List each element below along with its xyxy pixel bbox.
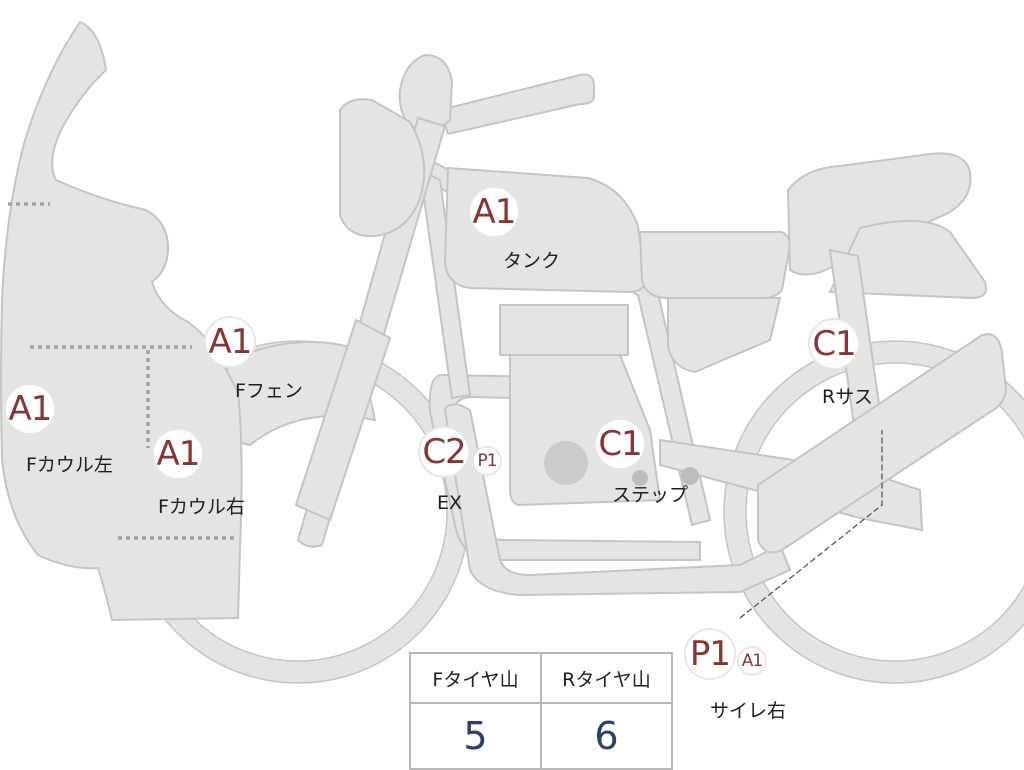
tail-cowl: [828, 219, 988, 300]
f-fender-code-badge: A1: [204, 316, 256, 368]
front-tire-header: Fタイヤ山: [409, 652, 542, 704]
ex-sub-code-badge: P1: [472, 446, 502, 476]
tire-tread-table: Fタイヤ山 Rタイヤ山 5 6: [409, 652, 673, 770]
seat-front: [638, 231, 792, 299]
silencer-code-badge: P1: [684, 628, 736, 680]
f-cowl-right-code-badge: A1: [152, 428, 204, 480]
frame-down-tube: [418, 168, 472, 400]
f-cowl-left-label: Fカウル左: [26, 454, 113, 476]
rear-tire-value: 6: [540, 702, 673, 770]
headlight: [339, 98, 426, 238]
cowl-panel-lines: [8, 202, 238, 540]
side-cover: [667, 297, 782, 374]
tank-code-badge: A1: [468, 186, 520, 238]
exhaust-pipe-lower: [443, 403, 792, 597]
silencer-sub-code-badge: A1: [737, 646, 767, 676]
r-sus-label: Rサス: [822, 386, 873, 408]
r-sus-code-badge: C1: [808, 318, 860, 370]
rear-tire-header: Rタイヤ山: [540, 652, 673, 704]
front-tire-value: 5: [409, 702, 542, 770]
silencer-leader-line: [739, 430, 883, 619]
step-code-badge: C1: [594, 418, 646, 470]
handlebar: [438, 73, 595, 136]
front-cowl: [0, 20, 243, 622]
rear-wheel: [723, 340, 1024, 684]
f-cowl-right-label: Fカウル右: [158, 496, 245, 518]
fork-lower-guard: [294, 318, 392, 522]
step-label: ステップ: [612, 484, 689, 506]
f-cowl-left-code-badge: A1: [4, 383, 56, 435]
ex-code-badge: C2: [418, 426, 470, 478]
ex-label: EX: [437, 492, 463, 514]
handlebar-grip: [398, 53, 454, 131]
silencer-label: サイレ右: [710, 700, 787, 722]
tank-label: タンク: [503, 250, 561, 272]
seat-rear: [786, 152, 972, 276]
f-fender-label: Fフェン: [235, 380, 303, 402]
